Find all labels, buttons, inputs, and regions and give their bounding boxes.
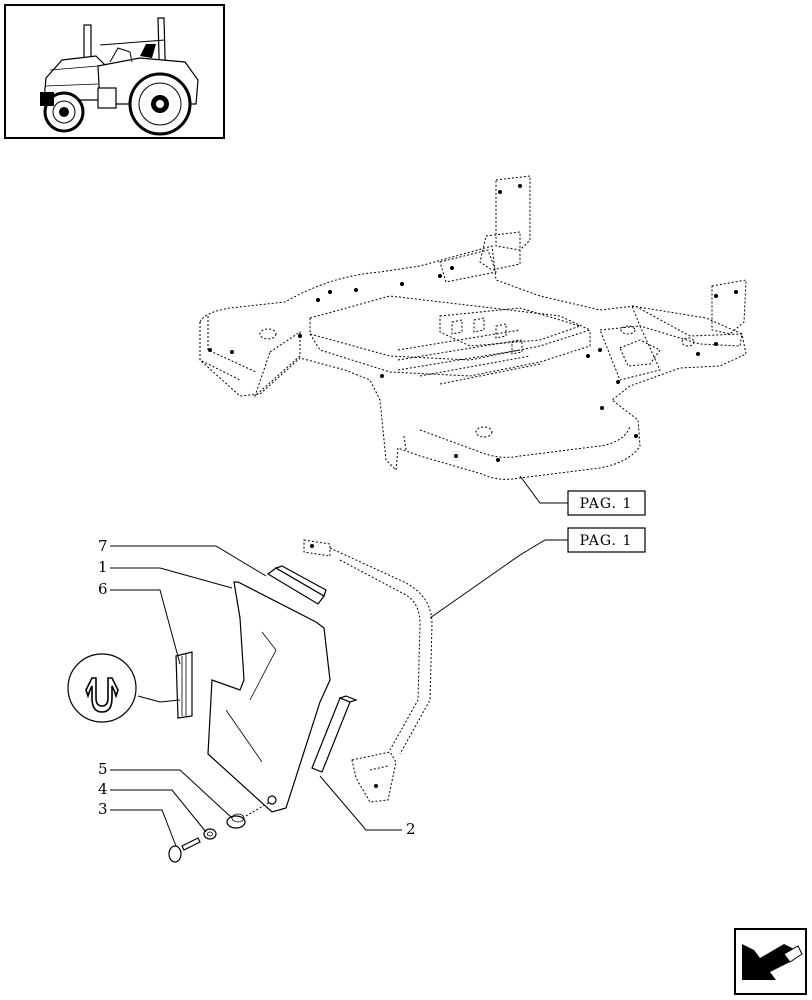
return-arrow-icon[interactable] (734, 928, 807, 995)
callout-5: 5 (98, 760, 108, 778)
part-1-panel (207, 581, 331, 813)
callout-3: 3 (98, 800, 108, 818)
callout-leaders (110, 545, 402, 847)
u-clip-symbol-icon (67, 653, 137, 723)
part-2-strip (311, 695, 358, 773)
page-ref-1[interactable]: PAG. 1 (567, 490, 646, 516)
platform-assembly (199, 175, 747, 504)
svg-text:PAG. 1: PAG. 1 (580, 533, 633, 549)
tractor-thumbnail-icon (4, 4, 225, 139)
part-7-strip (266, 565, 327, 605)
part-3-bolt (168, 837, 201, 863)
svg-text:PAG. 1: PAG. 1 (580, 496, 633, 512)
callout-6: 6 (98, 580, 108, 598)
callout-4: 4 (98, 780, 108, 798)
callout-2: 2 (406, 820, 416, 838)
callout-7: 7 (98, 537, 108, 555)
part-4-washer (203, 828, 217, 840)
support-rod (303, 539, 568, 803)
page-ref-2[interactable]: PAG. 1 (567, 527, 646, 553)
part-6-clip (175, 651, 193, 719)
callout-1: 1 (98, 558, 108, 576)
assembly-axis (245, 801, 271, 817)
